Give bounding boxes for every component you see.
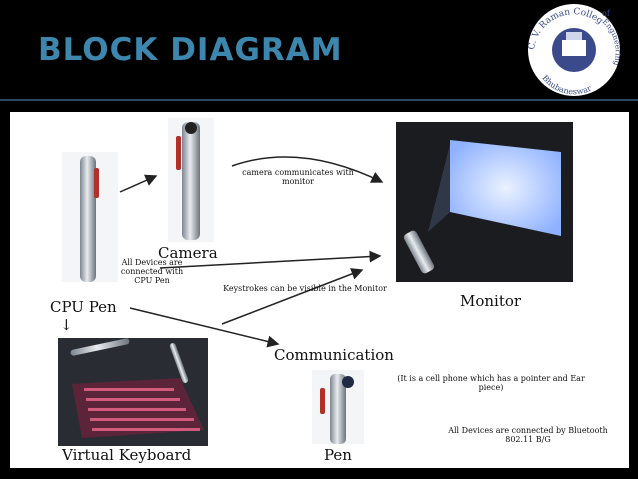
monitor-image <box>396 122 573 282</box>
arrow-camera-to-monitor <box>231 156 384 183</box>
camera-image <box>168 118 214 242</box>
virtual-keyboard-image <box>58 338 208 446</box>
virtual-keyboard-label: Virtual Keyboard <box>62 446 192 464</box>
arrow-keystrokes-to-monitor <box>221 268 364 325</box>
logo-of-text: of <box>602 9 611 18</box>
block-diagram-panel: Camera CPU Pen ↓ Monitor Communication V… <box>10 112 629 468</box>
arrow-devices-to-monitor <box>159 250 382 269</box>
college-logo: C. V. Raman College Engineering Bhubanes… <box>514 2 623 96</box>
pen-image <box>312 370 364 444</box>
title-divider <box>0 99 638 101</box>
monitor-label: Monitor <box>460 292 522 310</box>
logo-book-icon <box>562 40 586 56</box>
camera-note: camera communicates with monitor <box>242 168 354 186</box>
diagram-graphics <box>58 118 573 446</box>
pen-label: Pen <box>324 446 352 464</box>
all-devices-note: All Devices are connected with CPU Pen <box>120 258 184 285</box>
cell-phone-note: (It is a cell phone which has a pointer … <box>397 374 585 392</box>
cpu-pen-label: CPU Pen <box>50 298 117 316</box>
bluetooth-note: All Devices are connected by Bluetooth 8… <box>448 426 608 444</box>
down-arrow-glyph: ↓ <box>60 316 73 334</box>
camera-label: Camera <box>158 244 218 262</box>
arrow-cpu-to-camera <box>119 174 158 193</box>
arrow-cpu-to-communication <box>129 307 280 348</box>
keystrokes-note: Keystrokes can be visible in the Monitor <box>223 284 387 293</box>
slide-title: BLOCK DIAGRAM <box>38 32 343 68</box>
communication-label: Communication <box>274 346 394 364</box>
cpu-pen-image <box>62 152 118 282</box>
